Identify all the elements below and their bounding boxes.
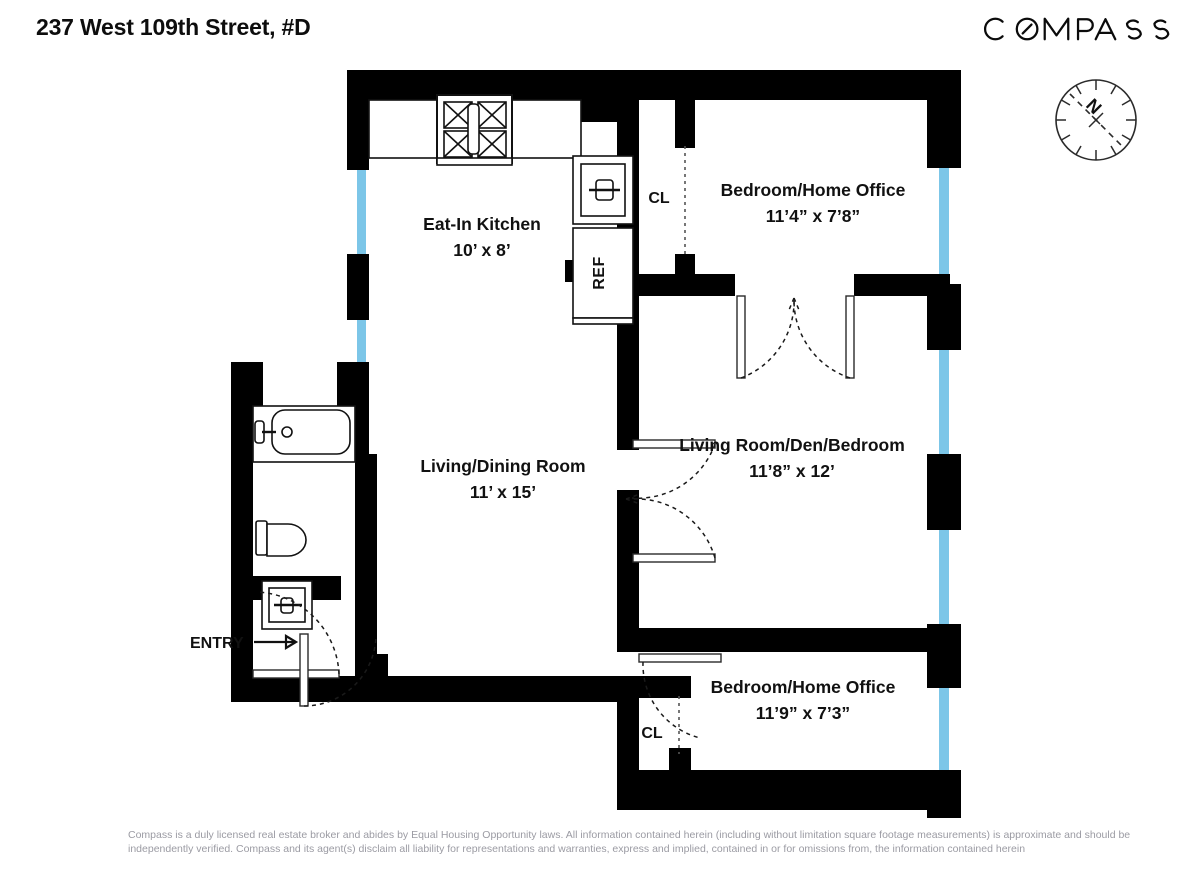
closet-dashed-lines	[678, 146, 686, 754]
page-title: 237 West 109th Street, #D	[36, 14, 311, 40]
door-swing-bottom-bedroom	[642, 661, 701, 739]
wall-right-pier-3	[927, 454, 961, 530]
entry-marker: ENTRY	[190, 634, 299, 652]
door-swing-bedroom-left	[740, 297, 795, 379]
wall-bedroom-bottom-left	[617, 274, 735, 296]
room-label-living-dining-name: Living/Dining Room	[420, 456, 585, 476]
refrigerator-icon	[572, 227, 634, 325]
doors-group	[252, 295, 855, 739]
window-right-3	[939, 528, 949, 626]
room-label-living-dining-dims: 11’ x 15’	[470, 482, 536, 502]
wall-den-bottom-right	[855, 628, 951, 652]
room-label-living-den-dims: 11’8” x 12’	[749, 461, 835, 481]
room-label-living-den-name: Living Room/Den/Bedroom	[679, 435, 905, 455]
room-label-kitchen-dims: 10’ x 8’	[453, 240, 510, 260]
wall-bath-right	[355, 454, 377, 578]
window-right-1	[939, 166, 949, 286]
sink-vanity-icon	[261, 580, 313, 630]
wall-pier-left-mid	[347, 254, 369, 320]
floorplan-drawing: REF	[0, 58, 1200, 852]
window-right-2	[939, 348, 949, 456]
room-labels: Eat-In Kitchen 10’ x 8’ Bedroom/Home Off…	[420, 180, 905, 742]
refrigerator-label: REF	[591, 256, 608, 290]
legal-disclaimer: Compass is a duly licensed real estate b…	[128, 829, 1131, 855]
wall-bot-bedroom-bottom	[617, 770, 961, 810]
door-leaf-den-lower	[632, 553, 716, 563]
door-leaf-bedroom-right	[845, 295, 855, 379]
compass-brand-logo	[984, 17, 1170, 41]
kitchen-counter-ledge	[436, 157, 513, 166]
page-header: 237 West 109th Street, #D	[0, 0, 1200, 62]
closet-label-bottom: CL	[641, 725, 663, 742]
closet-label-top: CL	[648, 190, 670, 207]
wall-left-kitchen-top	[347, 70, 369, 170]
wall-bot-closet-top	[617, 676, 691, 698]
door-swing-entry	[257, 591, 340, 675]
kitchen-sink-icon	[572, 155, 634, 225]
door-leaf-bottom-bedroom	[638, 653, 722, 663]
walls-group	[231, 70, 961, 852]
compass-rose-icon: N	[1055, 79, 1137, 161]
room-label-bedroom-bottom-name: Bedroom/Home Office	[711, 677, 896, 697]
door-swing-bedroom-right	[793, 297, 851, 379]
wall-bot-bedroom-left	[617, 676, 639, 792]
room-label-kitchen-name: Eat-In Kitchen	[423, 214, 541, 234]
door-leaf-bathroom	[299, 633, 309, 707]
room-label-bedroom-top-name: Bedroom/Home Office	[721, 180, 906, 200]
wall-closet-top-left	[675, 70, 695, 148]
room-label-bedroom-top-dims: 11’4” x 7’8”	[766, 206, 860, 226]
door-leaf-entry	[252, 669, 340, 679]
wall-bedroom-bottom-right	[854, 274, 950, 296]
door-swing-den-lower	[631, 498, 716, 559]
wall-bottom-main	[231, 676, 639, 702]
wall-bottom-stub	[366, 654, 388, 702]
wall-right-pier-1	[927, 70, 961, 168]
room-label-bedroom-bottom-dims: 11’9” x 7’3”	[756, 703, 850, 723]
floorplan-svg: REF	[190, 70, 961, 852]
window-right-4	[939, 686, 949, 792]
door-swing-arrow-up	[788, 297, 800, 311]
toilet-icon	[255, 520, 307, 557]
bathroom-fixtures	[252, 405, 356, 630]
entry-label: ENTRY	[190, 635, 244, 652]
wall-entry-left	[231, 618, 253, 676]
kitchen-fixtures: REF	[368, 94, 634, 325]
wall-center-vertical-lower	[617, 490, 639, 650]
wall-bot-closet-stub	[669, 748, 691, 774]
stove-range-icon	[436, 94, 513, 164]
bathtub-icon	[254, 409, 351, 455]
door-swing-arrow-left	[625, 493, 641, 505]
window-left-upper	[357, 168, 366, 256]
arrow-right-icon	[254, 634, 299, 650]
door-leaf-bedroom-left	[736, 295, 746, 379]
door-swing-bathroom	[303, 635, 377, 707]
